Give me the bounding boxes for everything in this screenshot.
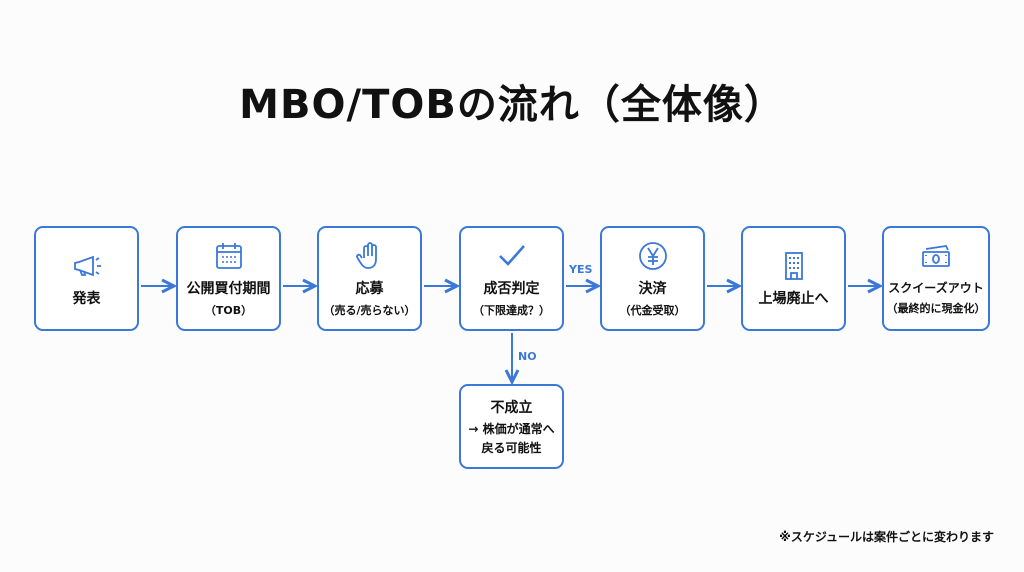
building-icon xyxy=(784,251,803,280)
failure-line: 戻る可能性 xyxy=(481,441,542,455)
step-subtitle: （最終的に現金化） xyxy=(886,302,986,315)
step-title: 上場廃止へ xyxy=(758,290,829,307)
megaphone-icon xyxy=(73,255,101,276)
step-title: 発表 xyxy=(72,290,101,307)
step-tender-period: 公開買付期間 （TOB） xyxy=(176,226,281,331)
hand-icon xyxy=(355,241,377,269)
calendar-icon xyxy=(215,242,242,269)
check-icon xyxy=(498,244,525,266)
step-title: 決済 xyxy=(638,280,667,297)
step-settlement: 決済 （代金受取） xyxy=(600,226,705,331)
failure-line: → 株価が通常へ xyxy=(468,422,555,436)
step-subtitle: （代金受取） xyxy=(619,303,686,317)
step-title: 応募 xyxy=(355,280,384,297)
footnote: ※スケジュールは案件ごとに変わります xyxy=(779,530,994,544)
step-title: 成否判定 xyxy=(483,280,540,297)
step-title: 公開買付期間 xyxy=(186,280,271,297)
no-label: NO xyxy=(518,350,537,363)
step-judgement: 成否判定 （下限達成？） xyxy=(459,226,564,331)
step-subtitle: （売る/売らない） xyxy=(323,303,416,317)
step-subtitle: （TOB） xyxy=(204,303,253,317)
step-squeeze-out: スクイーズアウト （最終的に現金化） xyxy=(882,226,990,331)
failure-title: 不成立 xyxy=(490,400,533,416)
page-title: MBO/TOBの流れ（全体像） xyxy=(239,82,785,128)
step-subtitle: （下限達成？） xyxy=(473,303,550,317)
step-announcement: 発表 xyxy=(34,226,139,331)
step-failure: 不成立 → 株価が通常へ 戻る可能性 xyxy=(459,384,564,469)
yes-label: YES xyxy=(569,263,593,276)
cash-icon xyxy=(922,245,950,267)
step-title: スクイーズアウト xyxy=(888,281,984,295)
yen-icon xyxy=(638,241,667,270)
step-application: 応募 （売る/売らない） xyxy=(317,226,422,331)
step-delisting: 上場廃止へ xyxy=(741,226,846,331)
